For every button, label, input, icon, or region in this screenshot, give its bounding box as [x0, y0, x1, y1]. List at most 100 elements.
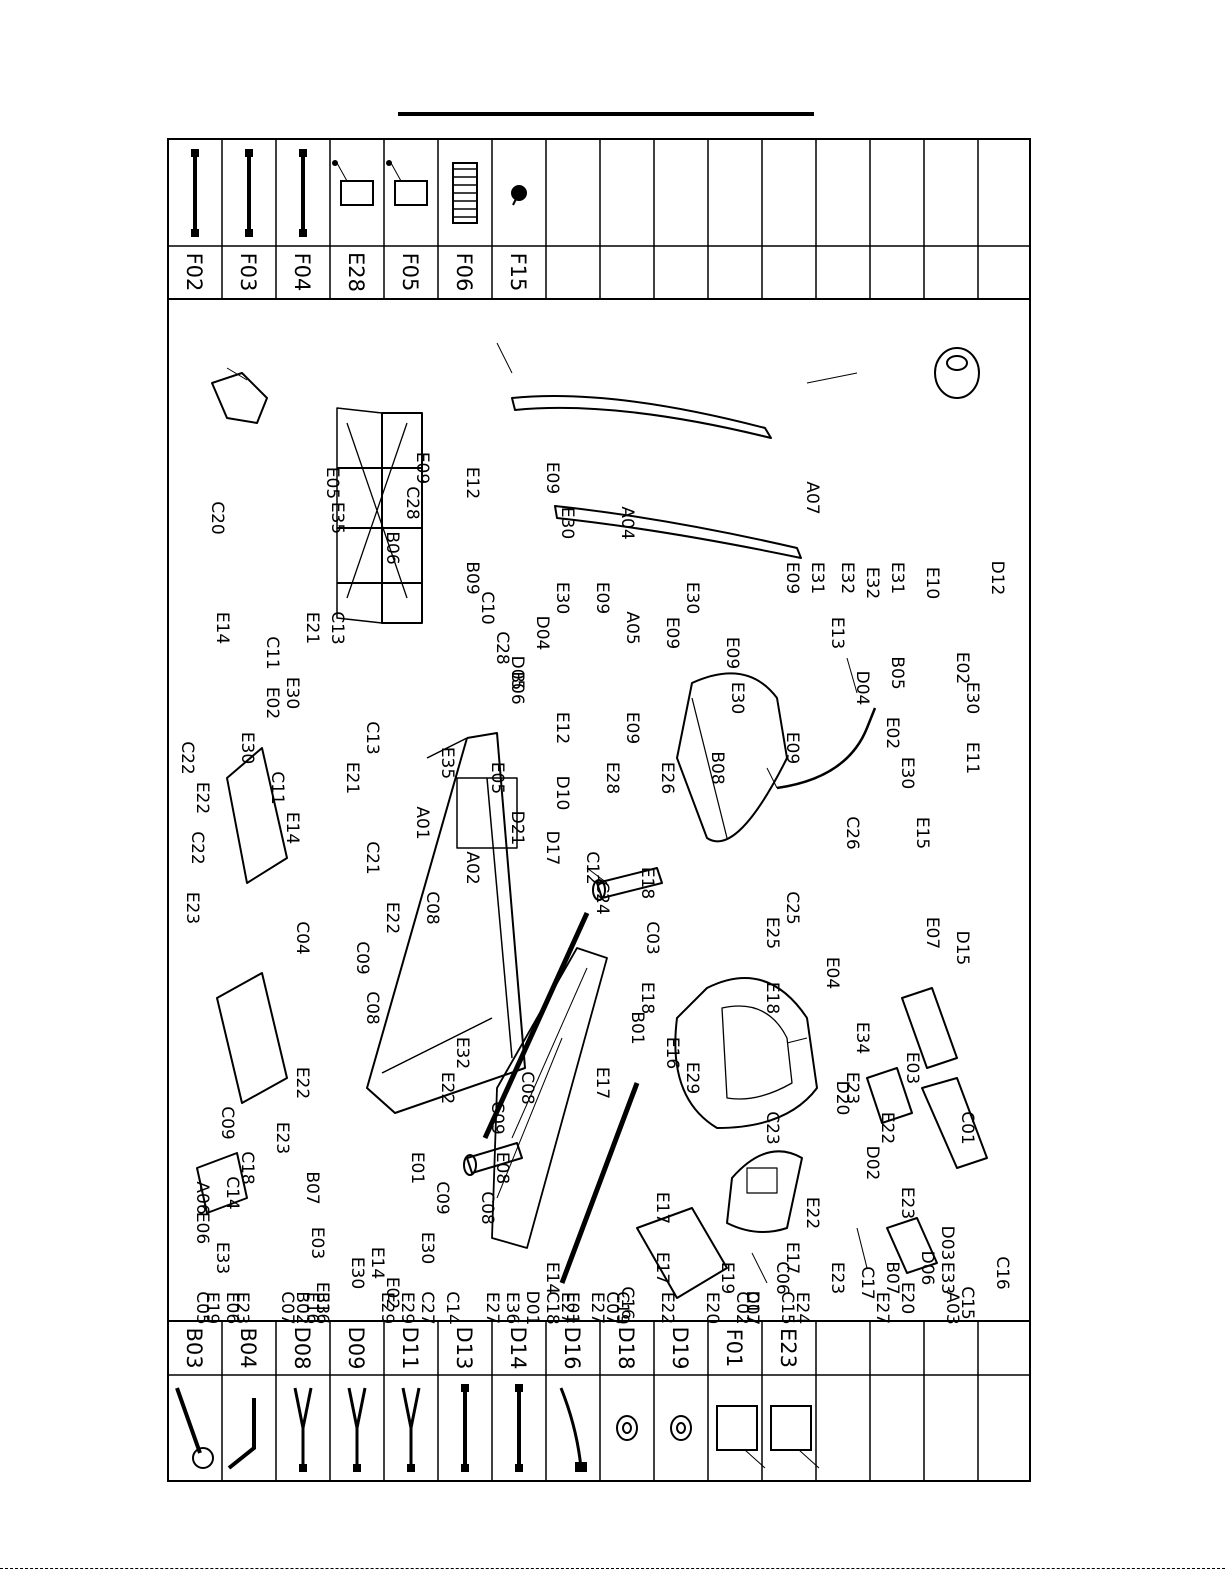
callout-e30: E30: [237, 732, 257, 764]
callout-d17: D17: [542, 831, 562, 866]
callout-e16: E16: [302, 1292, 322, 1324]
connector-icon: [452, 162, 478, 224]
callout-e01: E01: [407, 1152, 427, 1184]
callout-e12: E12: [552, 712, 572, 744]
callout-e28: E28: [602, 762, 622, 794]
bottom-cell-b03: B03: [175, 1327, 214, 1469]
bottom-cell-d18: D18: [599, 1321, 638, 1481]
screw-icon: [511, 185, 527, 206]
callout-e09: E09: [782, 562, 802, 594]
callout-e23: E23: [897, 1187, 917, 1219]
bottom-cell-d16: D16: [545, 1321, 587, 1481]
title-underline: [398, 112, 814, 116]
callout-c26: C26: [842, 816, 862, 850]
callout-e14: E14: [367, 1247, 387, 1279]
callout-e09: E09: [622, 712, 642, 744]
callout-c09: C09: [352, 941, 372, 975]
split-cable-icon: [293, 1387, 313, 1472]
plate-icon: [332, 160, 374, 206]
part-code-label: B03: [182, 1327, 206, 1368]
callout-e01: E01: [562, 1292, 582, 1324]
callout-e30: E30: [962, 682, 982, 714]
part-code-label: F01: [722, 1329, 746, 1368]
cable-icon: [461, 1384, 469, 1472]
power-cord-icon: [559, 1387, 587, 1472]
callout-c15: C15: [777, 1291, 797, 1325]
callout-d05: D05: [507, 656, 527, 691]
callout-d07: D07: [742, 1291, 762, 1326]
callout-b09: B09: [462, 561, 482, 594]
callout-e15: E15: [912, 817, 932, 849]
plate-icon: [386, 160, 428, 206]
callout-b02: B02: [292, 1291, 312, 1324]
callout-c27: C27: [417, 1291, 437, 1325]
callout-c08: C08: [517, 1071, 537, 1105]
callout-e18: E18: [637, 867, 657, 899]
callout-e23: E23: [232, 1292, 252, 1324]
callout-c20: C20: [207, 501, 227, 535]
part-code-label: D09: [344, 1327, 368, 1370]
part-code-label: E23: [776, 1328, 800, 1368]
bottom-cell-e23: E23: [761, 1321, 820, 1481]
callout-d20: D20: [832, 1081, 852, 1116]
callout-c14: C14: [222, 1176, 242, 1210]
callout-b08: B08: [707, 751, 727, 784]
callout-c04: C04: [292, 921, 312, 955]
upright-rails: [511, 395, 802, 559]
bottom-cell-d14: D14: [491, 1321, 530, 1481]
callout-e10: E10: [922, 567, 942, 599]
top-cell-f06: F06: [437, 139, 478, 299]
callout-b07: B07: [882, 1261, 902, 1294]
callout-e09: E09: [592, 582, 612, 614]
callout-c16: C16: [992, 1256, 1012, 1290]
callout-e35: E35: [437, 747, 457, 779]
callout-e21: E21: [302, 612, 322, 644]
running-deck-c23: [491, 947, 608, 1249]
callout-e29: E29: [682, 1062, 702, 1094]
callout-d04: D04: [532, 616, 552, 651]
callout-e19: E19: [202, 1292, 222, 1324]
callout-c22: C22: [187, 831, 207, 865]
callout-e27: E27: [557, 1292, 577, 1324]
controller-d01: [636, 1207, 728, 1299]
callout-c24: C24: [592, 881, 612, 915]
callout-e35: E35: [327, 502, 347, 534]
callout-b01: B01: [627, 1011, 647, 1044]
callout-c08: C08: [362, 991, 382, 1025]
callout-e22: E22: [292, 1067, 312, 1099]
side-covers: [196, 747, 288, 1214]
callout-b05: B05: [887, 656, 907, 689]
callout-e27: E27: [587, 1292, 607, 1324]
callout-c18: C18: [237, 1151, 257, 1185]
callout-c17: C17: [857, 1266, 877, 1300]
top-cell-f04: F04: [275, 139, 314, 299]
callout-c11: C11: [262, 636, 282, 670]
callout-e25: E25: [762, 917, 782, 949]
callout-e30: E30: [897, 757, 917, 789]
callout-c02: C02: [732, 1291, 752, 1325]
callout-a03: A03: [942, 1291, 962, 1324]
callout-e23: E23: [842, 1072, 862, 1104]
part-code-label: E28: [344, 252, 368, 292]
callout-e32: E32: [862, 567, 882, 599]
callout-c22: C22: [177, 741, 197, 775]
top-cell-f03: F03: [221, 139, 260, 299]
callout-c19: C19: [612, 1291, 632, 1325]
console-c03: [676, 672, 788, 843]
callout-e13: E13: [827, 617, 847, 649]
callout-e30: E30: [682, 582, 702, 614]
bottom-cell-d08: D08: [275, 1321, 314, 1481]
callout-e32: E32: [837, 562, 857, 594]
control-panel-c02: [726, 1150, 803, 1233]
callout-e32: E32: [452, 1037, 472, 1069]
callout-c09: C09: [487, 1101, 507, 1135]
callout-e06: E06: [222, 1292, 242, 1324]
callout-c07: C07: [277, 1291, 297, 1325]
cable-icon: [245, 149, 253, 237]
rollers: [463, 867, 663, 1176]
bottom-cell-d19: D19: [653, 1321, 692, 1481]
motor-cover-c01: [674, 977, 818, 1129]
callout-e19: E19: [717, 1262, 737, 1294]
bottom-cell-d09: D09: [329, 1321, 368, 1481]
